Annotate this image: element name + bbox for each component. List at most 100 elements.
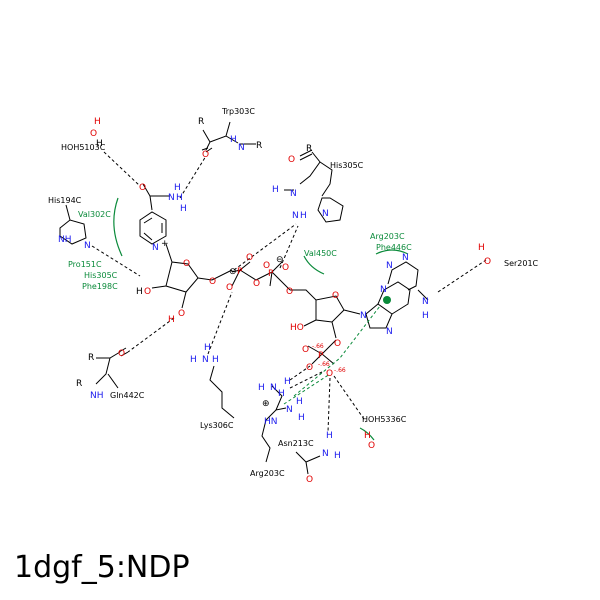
atom-o-2-nmn: O	[144, 287, 151, 297]
label-gln442: Gln442C	[110, 391, 145, 400]
atom-n-arg203: N	[270, 383, 277, 393]
label-phe446: Phe446C	[376, 243, 412, 252]
atom-hn-lys306: H	[190, 355, 197, 365]
atom-o-ring-nmn: O	[183, 259, 190, 269]
atom-r-gln442: R	[88, 353, 94, 363]
bond-layer	[59, 121, 429, 475]
asn213-contact-arc	[359, 427, 375, 441]
atom-o-pa-2: O	[226, 283, 233, 293]
atom-o-amide: O	[139, 183, 146, 193]
pi-stack-marker	[383, 296, 391, 304]
atom-h-his305-ring: H	[300, 211, 307, 221]
atom-h-hoh5103: H	[94, 117, 101, 127]
atom-n-trp303: N	[238, 143, 245, 153]
label-trp303: Trp303C	[221, 107, 255, 116]
atom-n-1b: N	[402, 253, 409, 263]
label-val450: Val450C	[304, 249, 337, 258]
label-hoh5103: HOH5103C	[61, 143, 106, 152]
residue-labels: Trp303C HOH5103C His305C His194C Val302C…	[48, 107, 539, 478]
atom-o-pa-1: O	[246, 253, 253, 263]
atom-o-2-amp: O	[334, 339, 341, 349]
atom-h-lys306-b: H	[212, 355, 219, 365]
atom-o-3-nmn: O	[178, 309, 185, 319]
label-hoh5336: HOH5336C	[362, 415, 407, 424]
atom-o-pb-2: O	[282, 263, 289, 273]
charge-p-2: -.66	[318, 361, 330, 368]
atom-n-lys306: N	[202, 355, 209, 365]
atom-o-bridge: O	[253, 279, 260, 289]
atom-o-pb-1: O	[263, 261, 270, 271]
atom-h-hoh5336: H	[364, 431, 371, 441]
val450-contact-arc	[303, 255, 325, 275]
atom-n-asn213: N	[322, 449, 329, 459]
label-phe198: Phe198C	[82, 282, 118, 291]
atom-h-asn213-b: H	[334, 451, 341, 461]
atom-o-hoh5336: O	[368, 441, 375, 451]
atom-o-p2-1: O	[302, 345, 309, 355]
atom-o-gln442: O	[118, 349, 125, 359]
label-his194: His194C	[48, 196, 82, 205]
atom-plus-arg203: ⊕	[262, 399, 270, 409]
atom-h-ser201: H	[478, 243, 485, 253]
atom-o-ring-amp: O	[332, 291, 339, 301]
atom-r-his305: R	[306, 144, 312, 154]
atom-n-his194: N	[84, 241, 91, 251]
atom-h-trp303: H	[230, 135, 237, 145]
atom-ho-3-amp: HO	[290, 323, 304, 333]
atom-n-9: N	[360, 311, 367, 321]
atom-h-arg203-b: H	[278, 389, 285, 399]
atom-h-arg203-d: H	[298, 413, 305, 423]
hbond-layer	[91, 151, 487, 433]
atom-r-trp303: R	[198, 117, 204, 127]
atom-h-lys306: H	[204, 343, 211, 353]
atom-o-trp303: O	[202, 150, 209, 160]
atom-o-p2-3: O	[326, 369, 333, 379]
atom-o-5-amp: O	[286, 287, 293, 297]
atom-h-hoh5103-b: H	[96, 139, 103, 149]
label-lys306: Lys306C	[200, 421, 234, 430]
diagram-caption: 1dgf_5:NDP	[14, 550, 190, 585]
atom-nh-his194: NH	[58, 235, 72, 245]
atom-r-gln442-b: R	[76, 379, 82, 389]
atom-h-amide: H	[174, 183, 181, 193]
atom-minus-pa: ⊖	[229, 267, 237, 277]
label-his305: His305C	[330, 161, 364, 170]
atom-o-5-nmn: O	[209, 277, 216, 287]
atom-p-b: P	[268, 269, 274, 279]
atom-h-2-nmn: H	[136, 287, 143, 297]
atom-h-arg203: H	[284, 377, 291, 387]
atom-r-trp303-b: R	[256, 141, 262, 151]
atom-n-his305: N	[290, 189, 297, 199]
label-asn213: Asn213C	[278, 439, 314, 448]
atom-plus-pyridinium: +	[161, 239, 169, 249]
atom-h2n-arg203: H	[258, 383, 265, 393]
atom-n-his305-ring: N	[292, 211, 299, 221]
atom-n-3: N	[380, 285, 387, 295]
arg203-phe446-contact-arc	[375, 249, 409, 255]
atom-n-pyridinium: N	[152, 243, 159, 253]
atom-h-arg203-c: H	[296, 397, 303, 407]
atom-h-his305: H	[272, 185, 279, 195]
atom-h-3-nmn: H	[168, 315, 175, 325]
charge-o-p2-1: -.66	[312, 343, 324, 350]
val302-contact-arc	[113, 197, 123, 257]
atom-labels: H O H R O H N R O R H N N H N O H N H H …	[58, 117, 491, 485]
atom-n-1: N	[386, 261, 393, 271]
atom-hn-arg203: HN	[264, 417, 278, 427]
atom-h-6: H	[422, 311, 429, 321]
label-val302: Val302C	[78, 210, 111, 219]
atom-o-p2-2: O	[306, 363, 313, 373]
atom-h-asn213: H	[326, 431, 333, 441]
label-ser201: Ser201C	[504, 259, 539, 268]
atom-n-his305-ring-b: N	[322, 209, 329, 219]
atom-h-amide-b: H	[176, 193, 183, 203]
atom-n-arg203-b: N	[286, 405, 293, 415]
atom-n-amide: N	[168, 193, 175, 203]
label-pro151: Pro151C	[68, 260, 102, 269]
label-arg203: Arg203C	[370, 232, 405, 241]
atom-o-his305: O	[288, 155, 295, 165]
atom-n-6: N	[422, 297, 429, 307]
atom-p-2: P	[318, 351, 324, 361]
label-his305-b: His305C	[84, 271, 118, 280]
